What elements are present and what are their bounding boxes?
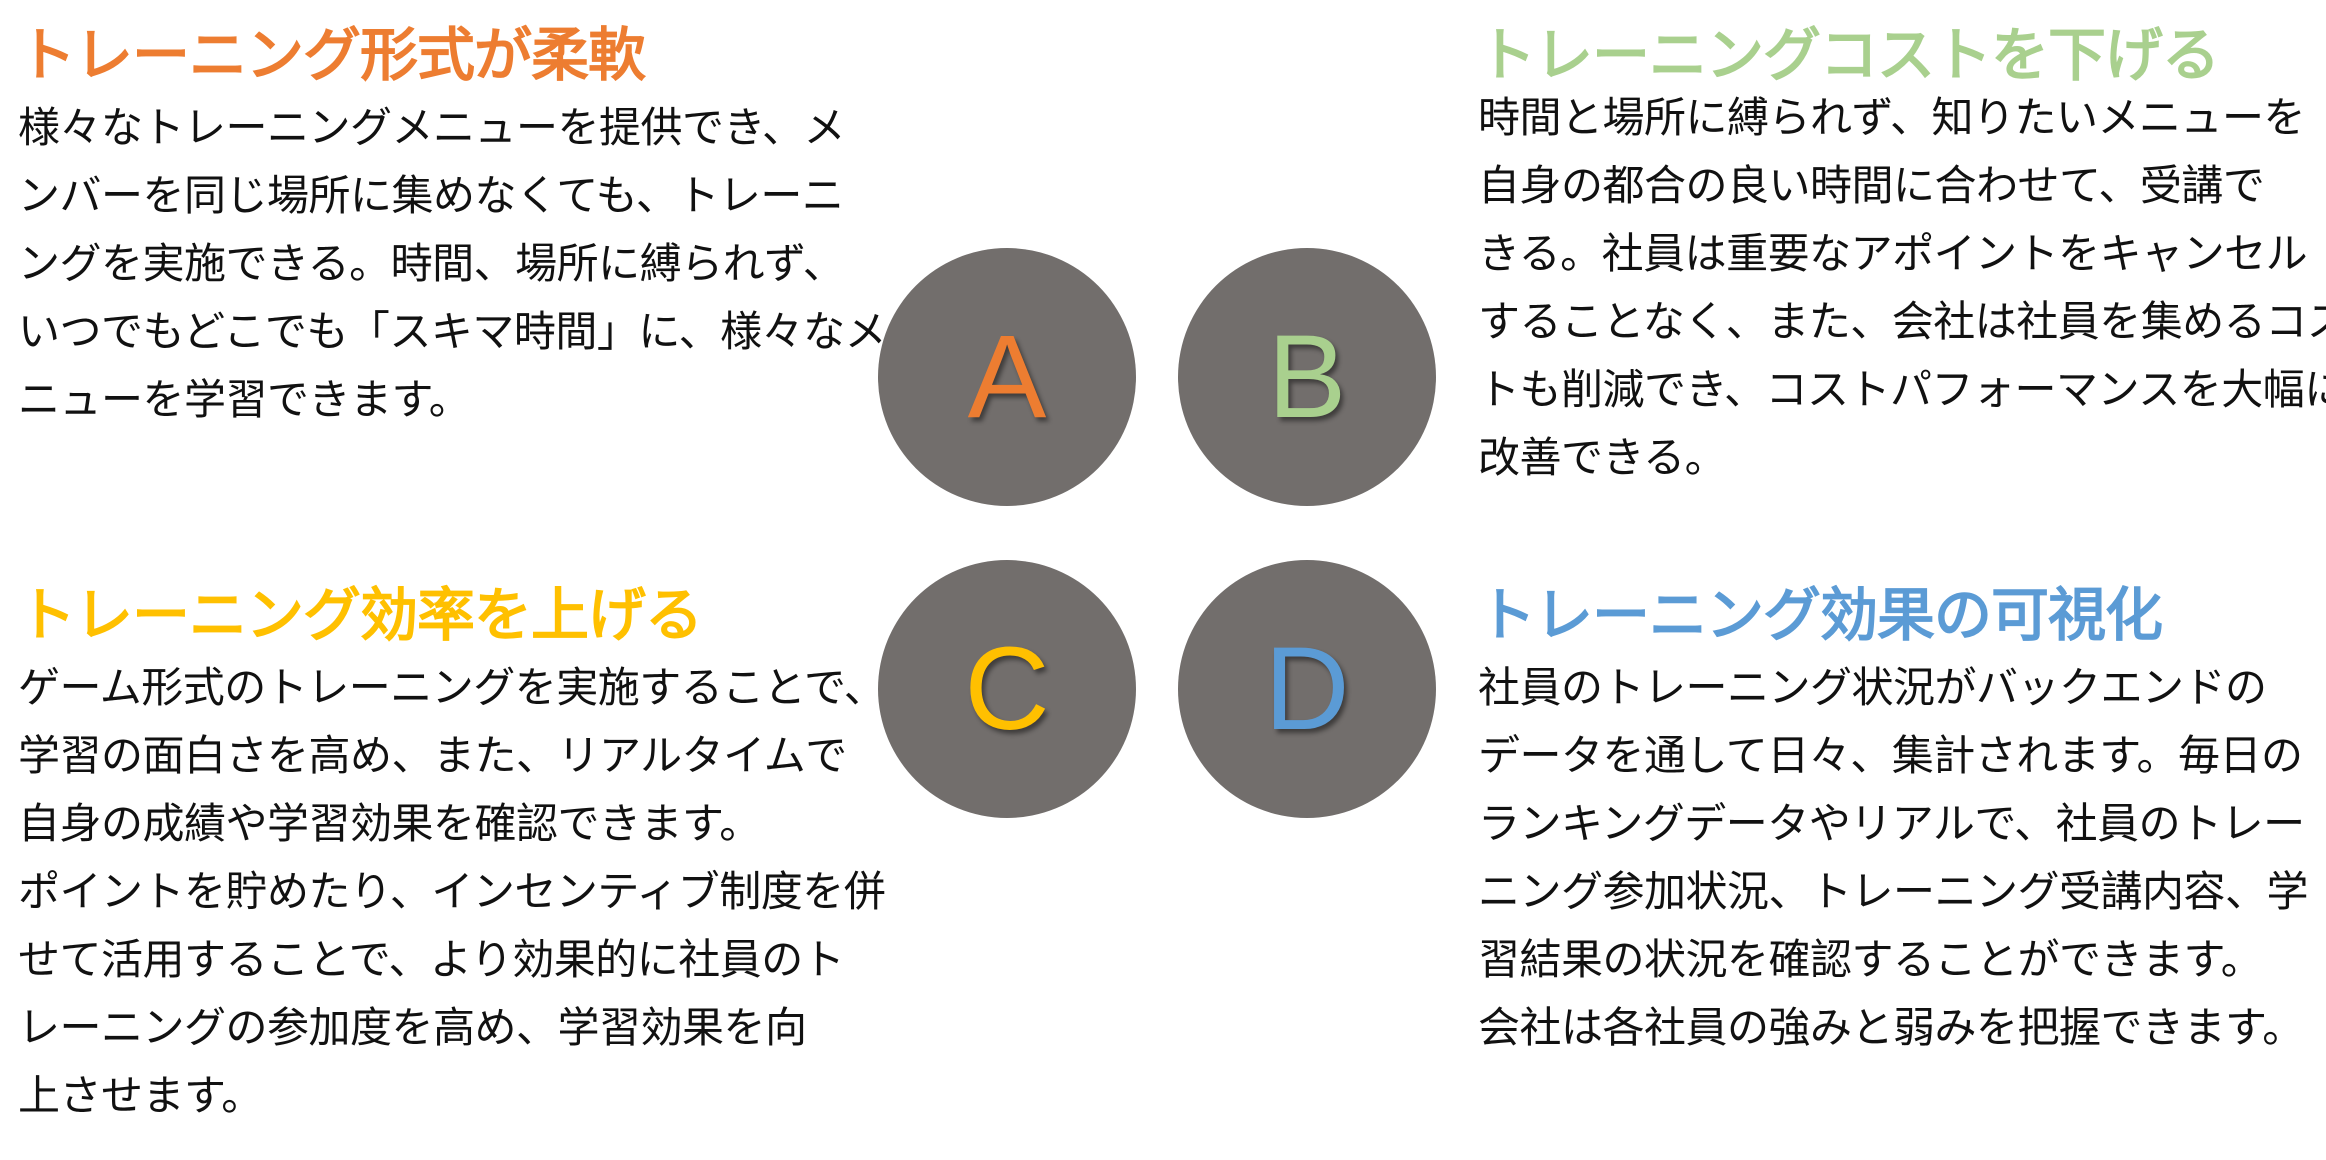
feature-block-b: トレーニングコストを下げる 時間と場所に縛られず、知りたいメニューを 自身の都合… [1478, 20, 2326, 492]
feature-body-line: ングを実施できる。時間、場所に縛られず、 [18, 239, 845, 288]
feature-body-line: 会社は各社員の強みと弱みを把握できます。 [1478, 1003, 2304, 1052]
feature-body-d: 社員のトレーニング状況がバックエンドの データを通して日々、集計されます。毎日の… [1478, 654, 2318, 1062]
feature-body-line: せて活用することで、より効果的に社員のト [18, 935, 845, 984]
feature-body-line: 改善できる。 [1478, 433, 1727, 482]
feature-body-line: ポイントを貯めたり、インセンティブ制度を併 [18, 867, 886, 916]
feature-body-line: 自身の都合の良い時間に合わせて、受講で [1478, 161, 2265, 210]
feature-block-c: トレーニング効率を上げる ゲーム形式のトレーニングを実施することで、 学習の面白… [18, 580, 886, 1130]
feature-title-b: トレーニングコストを下げる [1478, 21, 2220, 89]
feature-body-line: 上させます。 [18, 1071, 263, 1120]
feature-body-line: きる。社員は重要なアポイントをキャンセル [1478, 229, 2308, 278]
feature-body-a: 様々なトレーニングメニューを提供でき、メ ンバーを同じ場所に集めなくても、トレー… [18, 94, 887, 434]
circle-c: C [878, 560, 1136, 818]
feature-body-line: トも削減でき、コストパフォーマンスを大幅に [1478, 365, 2326, 414]
circle-d: D [1178, 560, 1436, 818]
feature-body-c: ゲーム形式のトレーニングを実施することで、 学習の面白さを高め、また、リアルタイ… [18, 654, 886, 1130]
feature-block-d: トレーニング効果の可視化 社員のトレーニング状況がバックエンドの データを通して… [1478, 580, 2318, 1062]
circle-letter-b: B [1267, 311, 1347, 443]
feature-body-line: いつでもどこでも「スキマ時間」に、様々なメ [18, 307, 887, 356]
feature-body-line: 社員のトレーニング状況がバックエンドの [1478, 663, 2267, 712]
feature-body-line: 自身の成績や学習効果を確認できます。 [18, 799, 761, 848]
circle-letter-a: A [967, 311, 1047, 443]
feature-body-line: レーニングの参加度を高め、学習効果を向 [18, 1003, 807, 1052]
feature-body-line: 習結果の状況を確認することができます。 [1478, 935, 2263, 984]
circle-letter-d: D [1264, 623, 1350, 755]
feature-body-line: することなく、また、会社は社員を集めるコス [1478, 297, 2326, 346]
feature-block-a: トレーニング形式が柔軟 様々なトレーニングメニューを提供でき、メ ンバーを同じ場… [18, 20, 887, 434]
feature-body-line: データを通して日々、集計されます。毎日の [1478, 731, 2303, 780]
feature-body-line: 学習の面白さを高め、また、リアルタイムで [18, 731, 847, 780]
feature-body-line: 様々なトレーニングメニューを提供でき、メ [18, 103, 846, 152]
circle-b: B [1178, 248, 1436, 506]
feature-body-line: ニング参加状況、トレーニング受講内容、学 [1478, 867, 2309, 916]
feature-title-a: トレーニング形式が柔軟 [18, 21, 646, 89]
feature-body-b: 時間と場所に縛られず、知りたいメニューを 自身の都合の良い時間に合わせて、受講で… [1478, 84, 2326, 492]
feature-body-line: ゲーム形式のトレーニングを実施することで、 [18, 663, 886, 712]
circle-a: A [878, 248, 1136, 506]
feature-body-line: 時間と場所に縛られず、知りたいメニューを [1478, 93, 2306, 142]
feature-title-c: トレーニング効率を上げる [18, 581, 703, 649]
feature-body-line: ニューを学習できます。 [18, 375, 471, 424]
feature-title-d: トレーニング効果の可視化 [1478, 581, 2163, 649]
feature-body-line: ランキングデータやリアルで、社員のトレー [1478, 799, 2305, 848]
circle-letter-c: C [964, 623, 1050, 755]
feature-body-line: ンバーを同じ場所に集めなくても、トレーニ [18, 171, 844, 220]
